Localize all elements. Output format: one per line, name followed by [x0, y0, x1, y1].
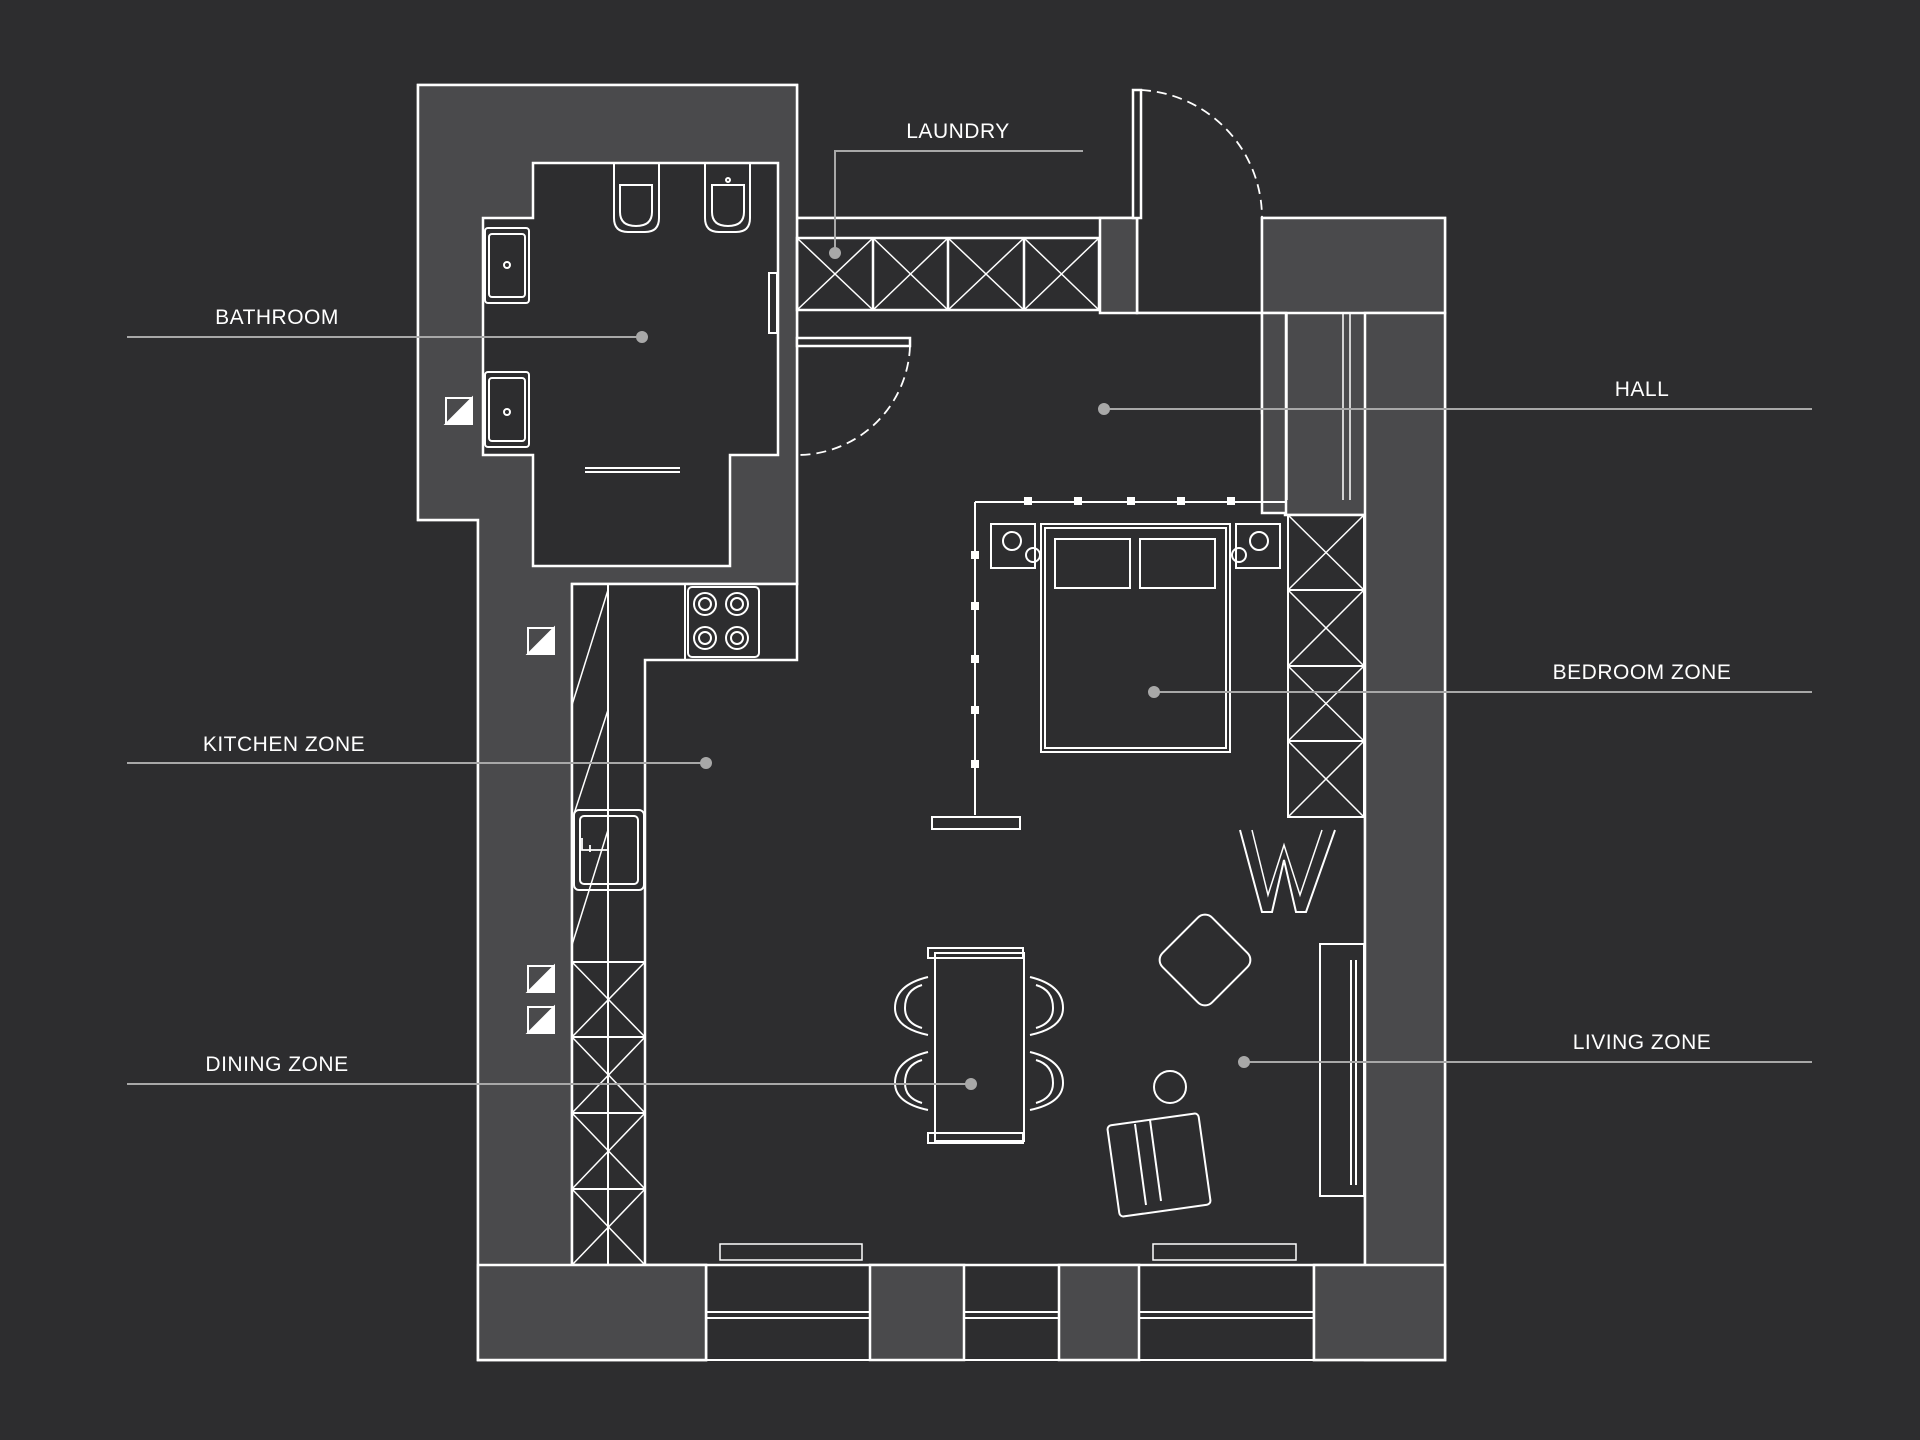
- window-pier-3: [1312, 1263, 1447, 1362]
- label-laundry: LAUNDRY: [906, 120, 1010, 143]
- leader-lines: [127, 150, 1812, 1090]
- bathroom-room: [481, 161, 780, 568]
- leader-laundry: [834, 150, 1083, 253]
- label-dining-zone: DINING ZONE: [205, 1053, 349, 1076]
- hall-closet-wall: [1260, 311, 1288, 515]
- windows: [706, 1311, 1314, 1361]
- east-wall-upper: [1260, 216, 1447, 315]
- label-living-zone: LIVING ZONE: [1572, 1031, 1712, 1054]
- label-kitchen-zone: KITCHEN ZONE: [202, 733, 366, 756]
- window-pier-left: [476, 1263, 708, 1362]
- east-wall: [1363, 311, 1447, 1362]
- bed: [990, 523, 1281, 753]
- living-furniture: [1106, 829, 1365, 1218]
- laundry-wall: [1098, 216, 1139, 315]
- tile-markers: [443, 395, 555, 1034]
- kitchen-counter: [571, 583, 798, 1266]
- window-pier-2: [1057, 1263, 1141, 1362]
- entry-door: [1131, 88, 1263, 220]
- radiators: [719, 1243, 1297, 1261]
- hall-wardrobe: [1286, 313, 1351, 500]
- bathroom-door: [795, 336, 912, 456]
- label-bathroom: BATHROOM: [215, 306, 339, 329]
- laundry-cabinets: [795, 236, 1101, 312]
- bathroom-fixtures: [484, 162, 778, 473]
- label-bedroom-zone: BEDROOM ZONE: [1552, 661, 1732, 684]
- dining-table: [893, 947, 1065, 1144]
- bedroom-partition: [931, 497, 1285, 830]
- bedroom-wardrobe: [1287, 514, 1365, 818]
- window-pier-1: [868, 1263, 966, 1362]
- label-hall: HALL: [1614, 378, 1670, 401]
